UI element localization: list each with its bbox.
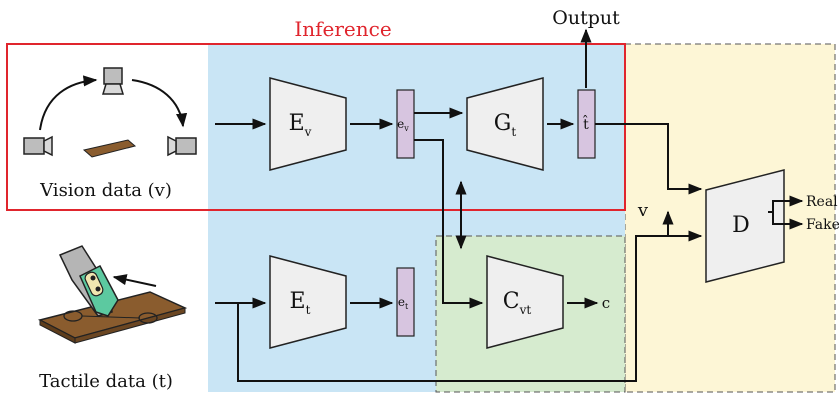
vision-illustration (23, 67, 197, 158)
svg-text:Ev: Ev (289, 111, 312, 139)
v-input-label: v (637, 200, 649, 221)
et-sub: t (405, 302, 409, 311)
discriminator-block (705, 169, 785, 283)
encoder-v-block (269, 77, 347, 171)
ev-sub: v (403, 124, 409, 133)
generator-t-block (466, 77, 544, 171)
encoder-t-sub: t (306, 303, 311, 317)
classifier-vt-label: C (503, 289, 520, 314)
svg-text:et: et (398, 295, 409, 311)
et-vector (396, 267, 415, 337)
tactile-illustration (37, 245, 188, 344)
ev-label: e (397, 117, 404, 131)
discriminator-label: D (732, 213, 750, 238)
classifier-vt-sub: vt (519, 303, 532, 317)
svg-text:Cvt: Cvt (503, 289, 532, 317)
vision-data-label: Vision data (v) (39, 180, 172, 201)
svg-text:Et: Et (290, 289, 311, 317)
output-label: Output (552, 7, 620, 29)
inference-label: Inference (294, 17, 391, 41)
svg-text:ev: ev (397, 117, 409, 133)
generator-t-sub: t (511, 125, 516, 139)
generator-t-label: G (494, 111, 512, 136)
et-label: e (398, 295, 405, 309)
encoder-v-sub: v (304, 125, 312, 139)
t-hat-label: t̂ (583, 114, 589, 133)
real-label: Real (806, 194, 838, 210)
classifier-vt-block (486, 255, 564, 349)
c-output-label: c (602, 294, 610, 312)
inference-box (6, 43, 626, 211)
tactile-data-label: Tactile data (t) (39, 371, 173, 392)
svg-text:Gt: Gt (494, 111, 517, 139)
ev-vector (396, 89, 415, 159)
connections (215, 28, 804, 382)
fake-label: Fake (806, 217, 839, 233)
encoder-t-label: E (290, 289, 306, 314)
encoder-v-label: E (289, 111, 305, 136)
encoder-t-block (269, 255, 347, 349)
